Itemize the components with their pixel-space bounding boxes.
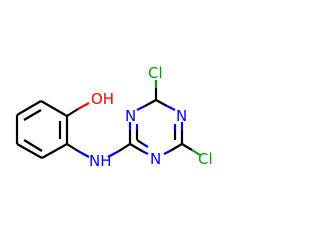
bond-nh-triazine-nitrogen	[107, 150, 120, 158]
bond-triazine-n3-c1-carbon	[129, 143, 143, 152]
bond-c-oh-oxygen	[77, 102, 90, 110]
molecule-structure: OH NH N N N Cl Cl	[15, 64, 213, 170]
bond-triazine-n1-c2-nitrogen	[136, 105, 146, 111]
bond-benzene-1	[16, 100, 42, 116]
bond-triazine-c3-n3-nitrogen	[163, 150, 171, 155]
hydroxyl-label: OH	[91, 90, 114, 108]
amine-label: NH	[89, 152, 112, 170]
bond-triazine-n1-c2-carbon	[144, 99, 157, 107]
bond-benzene-5	[16, 143, 43, 159]
bond-c-cl-bottom-chlorine	[191, 149, 201, 156]
bond-benzene-2	[40, 100, 68, 117]
bond-c-oh-carbon	[66, 108, 79, 117]
bond-c-nh-nitrogen	[77, 150, 90, 158]
bond-triazine-c2-n2-nitrogen	[166, 105, 176, 111]
bonds	[15, 80, 201, 159]
bond-triazine-n3-c1-nitrogen	[141, 150, 149, 155]
bond-benzene-4	[41, 143, 68, 159]
triazine-nitrogen-bottom: N	[150, 150, 161, 168]
bond-benzene-inner-3	[23, 139, 43, 152]
bond-triazine-n3-c1-double-carbon	[136, 139, 144, 145]
triazine-nitrogen-left: N	[125, 107, 136, 125]
bond-triazine-n3-c1-double-nitrogen	[142, 143, 149, 148]
chlorine-bottom-label: Cl	[198, 150, 213, 168]
chlorine-top-label: Cl	[148, 64, 163, 82]
bond-nh-triazine-carbon	[118, 143, 131, 152]
bond-triazine-c2-n2-carbon	[155, 99, 168, 107]
atom-labels: OH NH N N N Cl Cl	[89, 64, 213, 170]
triazine-nitrogen-right: N	[176, 107, 187, 125]
bond-c-cl-bottom-carbon	[181, 143, 193, 151]
bond-triazine-c3-n3-carbon	[169, 143, 183, 152]
bond-c-nh-carbon	[66, 143, 79, 152]
bond-benzene-inner-1	[23, 109, 42, 121]
